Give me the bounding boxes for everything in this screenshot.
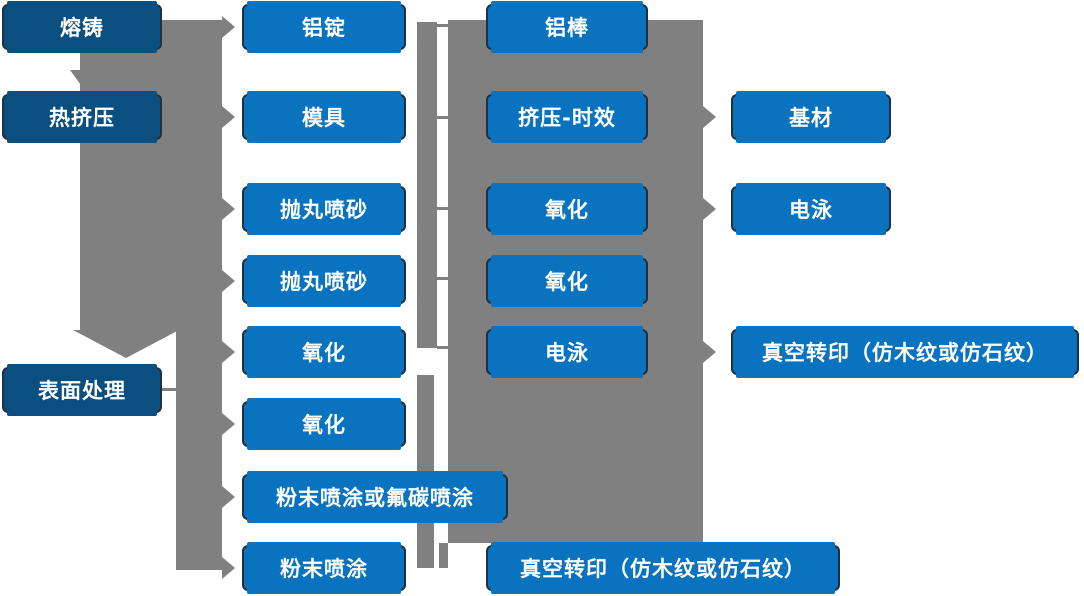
node-oxidation-d: 氧化 <box>486 255 648 307</box>
arrow-to-powder-fluorocarbon <box>222 486 235 508</box>
node-vacuum-transfer-right: 真空转印（仿木纹或仿石纹） <box>731 326 1079 378</box>
node-oxidation-c: 氧化 <box>486 183 648 235</box>
node-shot-blast-2: 抛丸喷砂 <box>242 255 406 307</box>
stub-line-row2 <box>437 116 449 119</box>
arrow-to-shot-blast-2 <box>222 270 235 292</box>
mid-bus-upper <box>417 22 437 348</box>
node-electrophoresis-a: 电泳 <box>486 326 648 378</box>
arrow-to-vacuum-transfer-right <box>703 341 716 363</box>
node-extrusion-aging: 挤压-时效 <box>486 91 648 143</box>
arrow-to-oxidation-b <box>222 413 235 435</box>
arrow-down-to-hot-extrusion <box>70 70 96 88</box>
node-electrophoresis-b: 电泳 <box>731 183 891 235</box>
node-oxidation-b: 氧化 <box>242 398 406 450</box>
node-surface-treatment: 表面处理 <box>2 364 162 416</box>
stub-line-row1 <box>437 24 449 27</box>
node-casting: 熔铸 <box>2 1 162 53</box>
node-mold: 模具 <box>242 91 406 143</box>
arrow-to-electrophoresis-b <box>703 198 716 220</box>
node-shot-blast-1: 抛丸喷砂 <box>242 183 406 235</box>
surface-trunk-connector <box>176 330 222 570</box>
arrow-to-shot-blast-1 <box>222 198 235 220</box>
arrow-to-substrate <box>703 106 716 128</box>
node-aluminum-rod: 铝棒 <box>486 1 648 53</box>
node-hot-extrusion: 热挤压 <box>2 91 162 143</box>
main-trunk-connector <box>80 20 222 330</box>
arrow-to-aluminum-ingot <box>222 16 235 38</box>
node-substrate: 基材 <box>731 91 891 143</box>
arrow-to-oxidation-a <box>222 341 235 363</box>
arrow-down-to-surface-treatment <box>73 330 179 358</box>
node-aluminum-ingot: 铝锭 <box>242 1 406 53</box>
block-descender <box>439 543 448 568</box>
stub-line-row5 <box>437 346 449 349</box>
arrow-to-powder <box>222 557 235 579</box>
stub-line-row3 <box>437 207 449 210</box>
node-powder: 粉末喷涂 <box>242 542 406 594</box>
node-oxidation-a: 氧化 <box>242 326 406 378</box>
node-vacuum-transfer-bottom: 真空转印（仿木纹或仿石纹） <box>486 542 840 594</box>
node-powder-fluorocarbon: 粉末喷涂或氟碳喷涂 <box>242 471 508 523</box>
arrow-to-mold <box>222 106 235 128</box>
stub-line-row4 <box>437 277 449 280</box>
surface-link-line <box>162 388 178 391</box>
